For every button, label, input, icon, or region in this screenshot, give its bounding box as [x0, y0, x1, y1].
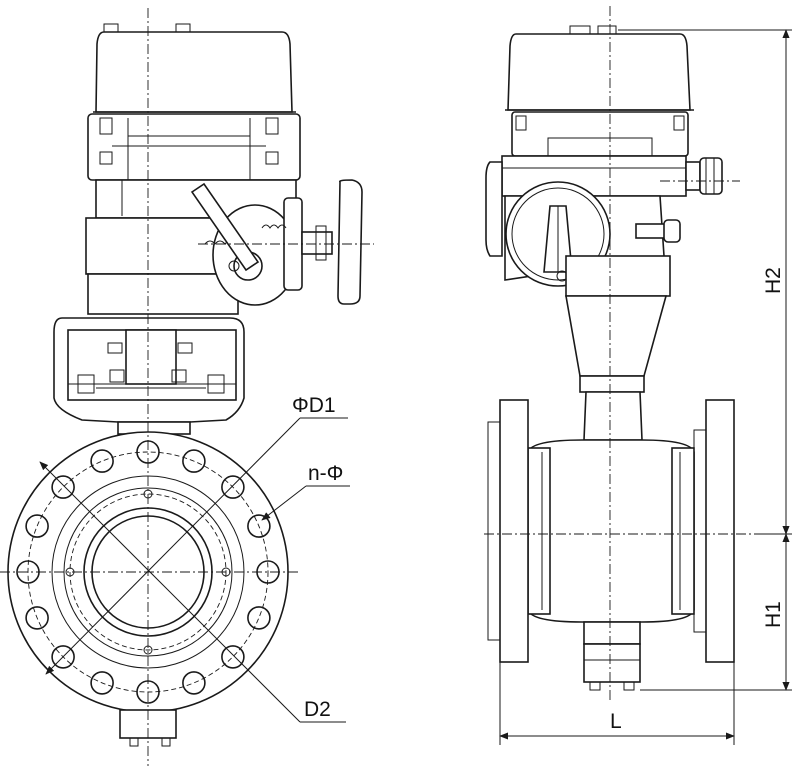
label-n-phi: n-Φ	[308, 462, 343, 485]
manual-override-gearbox	[190, 179, 363, 306]
front-view: ΦD1 n-Φ D2	[0, 8, 374, 766]
label-d2: D2	[304, 698, 331, 721]
dim-d2: D2	[39, 461, 346, 723]
mounting-bracket	[53, 317, 245, 435]
dim-n-phi: n-Φ	[261, 462, 350, 521]
side-view: H2 H1 L	[484, 6, 792, 745]
label-h2: H2	[762, 267, 785, 294]
label-phi-d1: ΦD1	[292, 394, 336, 417]
side-actuator	[485, 25, 723, 393]
label-h1: H1	[762, 601, 785, 628]
side-body	[487, 399, 735, 691]
handwheel	[337, 179, 363, 305]
dim-phi-d1: ΦD1	[45, 394, 348, 675]
label-l: L	[610, 710, 622, 733]
lever	[190, 182, 260, 272]
bolt-holes	[16, 440, 280, 704]
side-neck	[583, 391, 643, 441]
actuator-cover	[93, 23, 296, 113]
dim-h2: H2	[618, 29, 792, 535]
dim-l: L	[499, 662, 735, 745]
dim-h1: H1	[640, 533, 792, 691]
